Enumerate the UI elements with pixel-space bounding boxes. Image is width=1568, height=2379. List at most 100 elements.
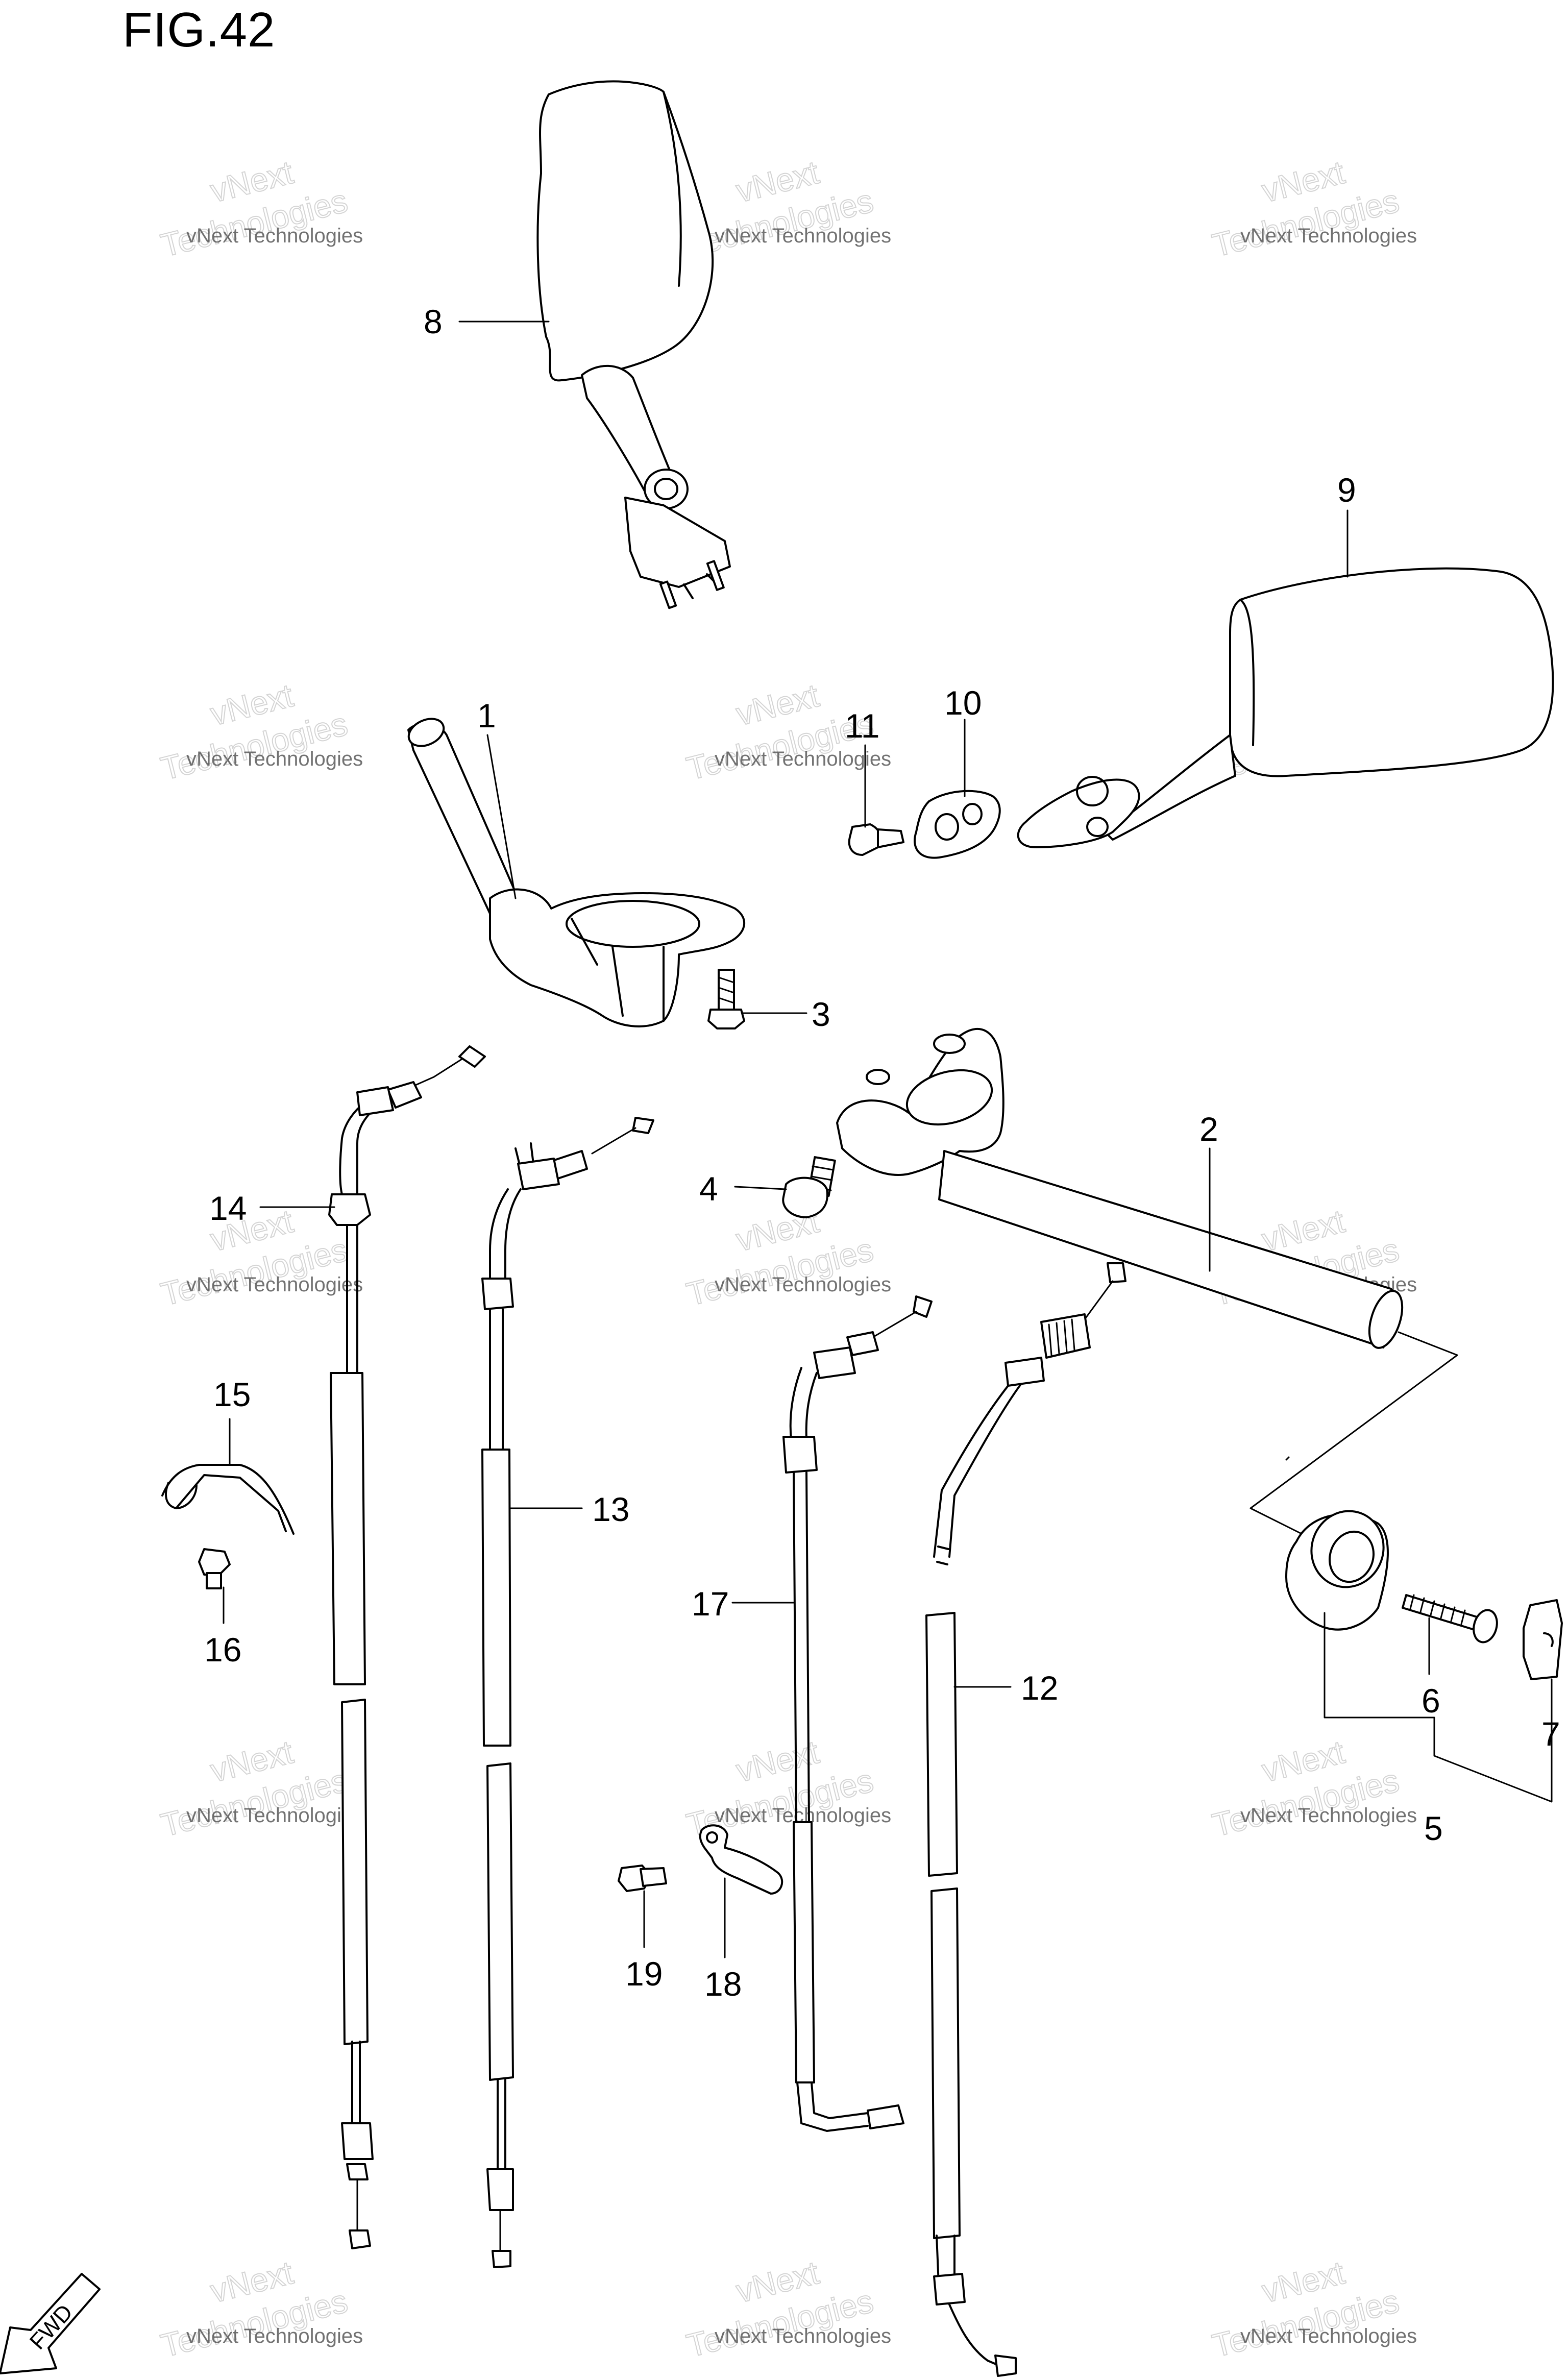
cable-12-bend bbox=[933, 1383, 1022, 1558]
callout-14: 14 bbox=[209, 1189, 247, 1227]
cable-13-sheath-boot bbox=[481, 1449, 511, 1747]
handlebar-2-tube-end bbox=[1368, 1290, 1404, 1349]
cable-17-fitting bbox=[813, 1346, 856, 1379]
cap-7-detail bbox=[1543, 1632, 1554, 1647]
watermark-caption: vNext Technologies bbox=[186, 2325, 363, 2347]
watermark-caption: vNext Technologies bbox=[1240, 2325, 1417, 2347]
fwd-arrow: FWD bbox=[0, 2273, 101, 2374]
part-10-gasket bbox=[914, 790, 1001, 859]
part-2-right-handlebar bbox=[836, 1027, 1404, 1349]
watermark: vNext Technologies bbox=[1208, 1733, 1403, 1844]
cable-13-lower-fitting bbox=[486, 2168, 514, 2211]
cable-14-nut bbox=[328, 1193, 371, 1226]
cable-17-end-tip bbox=[913, 1295, 933, 1318]
cable-13-lower-wire bbox=[497, 2079, 506, 2175]
callout-4: 4 bbox=[699, 1170, 718, 1208]
cable-13-nut bbox=[481, 1278, 514, 1310]
watermark-caption: vNext Technologies bbox=[186, 1804, 363, 1827]
cable-12-lower-tip bbox=[994, 2355, 1017, 2377]
mirror-8-stud bbox=[659, 580, 677, 609]
cable-12-lower-bend bbox=[948, 2303, 1007, 2369]
cap-7-body bbox=[1523, 1599, 1563, 1680]
handlebar-2-boss bbox=[866, 1069, 890, 1085]
cable-14-lower-tip bbox=[349, 2229, 371, 2249]
fwd-arrow-icon bbox=[0, 2273, 101, 2374]
callout-11: 11 bbox=[845, 707, 880, 745]
part-18-clamp bbox=[699, 1824, 783, 1895]
mirror-8-joint-hole bbox=[654, 478, 678, 500]
cable-14-lower-wire bbox=[351, 2041, 361, 2135]
gasket-10-hole bbox=[962, 803, 983, 825]
mirror-8-base bbox=[624, 497, 731, 588]
gasket-10-hole bbox=[935, 813, 959, 841]
callout-12: 12 bbox=[1021, 1669, 1058, 1707]
cable-12-ring bbox=[936, 1546, 949, 1565]
callout-19: 19 bbox=[625, 1955, 663, 1993]
nut-11-body bbox=[848, 823, 881, 856]
cable-12-inner-wire bbox=[1084, 1280, 1114, 1320]
part-3-bolt bbox=[707, 969, 745, 1029]
cable-13-sheath-lower bbox=[486, 1762, 514, 2081]
cable-12-lower-fitting bbox=[933, 2273, 966, 2306]
cable-12-fitting bbox=[1004, 1357, 1045, 1387]
callout-9: 9 bbox=[1337, 471, 1356, 509]
part-5-balancer bbox=[1285, 1510, 1389, 1631]
cable-12-sheath-boot bbox=[925, 1612, 958, 1877]
watermark-caption: vNext Technologies bbox=[715, 2325, 891, 2347]
mirror-9-joint-hole bbox=[1076, 776, 1109, 806]
part-17-cable bbox=[782, 1295, 933, 2132]
handlebar-1-clamp-edges bbox=[571, 918, 665, 1022]
callout-10: 10 bbox=[944, 684, 982, 722]
callout-16: 16 bbox=[204, 1631, 241, 1669]
bolt-16-shank bbox=[206, 1572, 222, 1589]
cable-14-sheath-upper bbox=[346, 1224, 358, 1379]
mirror-9-mount bbox=[1017, 778, 1140, 848]
part-4-bolt bbox=[782, 1156, 836, 1218]
mirror-8-stud bbox=[706, 560, 725, 591]
part-19-bolt bbox=[618, 1865, 667, 1892]
mirror-8-stem bbox=[581, 364, 675, 499]
cable-17-adjuster bbox=[846, 1331, 879, 1356]
screw-6-thread bbox=[1409, 1594, 1466, 1625]
cable-12-end-tip bbox=[1107, 1262, 1126, 1283]
part-9-right-mirror bbox=[1017, 567, 1554, 848]
screw-6-head bbox=[1473, 1609, 1498, 1644]
balancer-5-bore bbox=[1328, 1530, 1375, 1583]
handlebar-1-tube-end bbox=[407, 718, 445, 747]
callout-8: 8 bbox=[424, 303, 443, 340]
callout-5: 5 bbox=[1424, 1809, 1443, 1847]
callout-7: 7 bbox=[1541, 1715, 1560, 1753]
cable-13-lower-tip bbox=[492, 2250, 511, 2268]
watermark-caption: vNext Technologies bbox=[715, 1273, 891, 1296]
cable-17-sheath-lower bbox=[793, 1821, 815, 2083]
nut-11-flange bbox=[877, 828, 904, 848]
clamp-18-body bbox=[699, 1824, 783, 1895]
screw-6-shank bbox=[1402, 1594, 1481, 1632]
cable-14-bend bbox=[339, 1101, 376, 1195]
cable-14-lower-fitting bbox=[341, 2122, 374, 2160]
cable-13-fitting bbox=[517, 1158, 560, 1190]
watermark-caption: vNext Technologies bbox=[186, 748, 363, 770]
callout-1: 1 bbox=[477, 697, 496, 734]
bracket-15-outer bbox=[161, 1464, 295, 1535]
watermark-caption: vNext Technologies bbox=[1240, 225, 1417, 247]
watermark-caption: vNext Technologies bbox=[715, 748, 891, 770]
mirror-8-edge bbox=[663, 91, 682, 287]
callout-2: 2 bbox=[1199, 1110, 1218, 1148]
leader-1 bbox=[486, 734, 517, 899]
cable-13-sheath-upper bbox=[489, 1308, 504, 1451]
leader-4 bbox=[734, 1186, 787, 1190]
cable-14-fitting bbox=[356, 1086, 394, 1116]
explode-line-tick bbox=[1285, 1456, 1290, 1461]
callout-6: 6 bbox=[1422, 1682, 1440, 1720]
cable-13-bend bbox=[489, 1188, 522, 1282]
part-11-nut bbox=[848, 823, 904, 856]
bolt-3-thread bbox=[718, 976, 735, 1004]
bolt-3-head bbox=[707, 1009, 745, 1029]
cable-17-bend bbox=[789, 1367, 818, 1440]
part-6-screw bbox=[1402, 1594, 1498, 1644]
balancer-5-face bbox=[1310, 1510, 1385, 1588]
cable-17-inner-wire bbox=[872, 1311, 917, 1338]
